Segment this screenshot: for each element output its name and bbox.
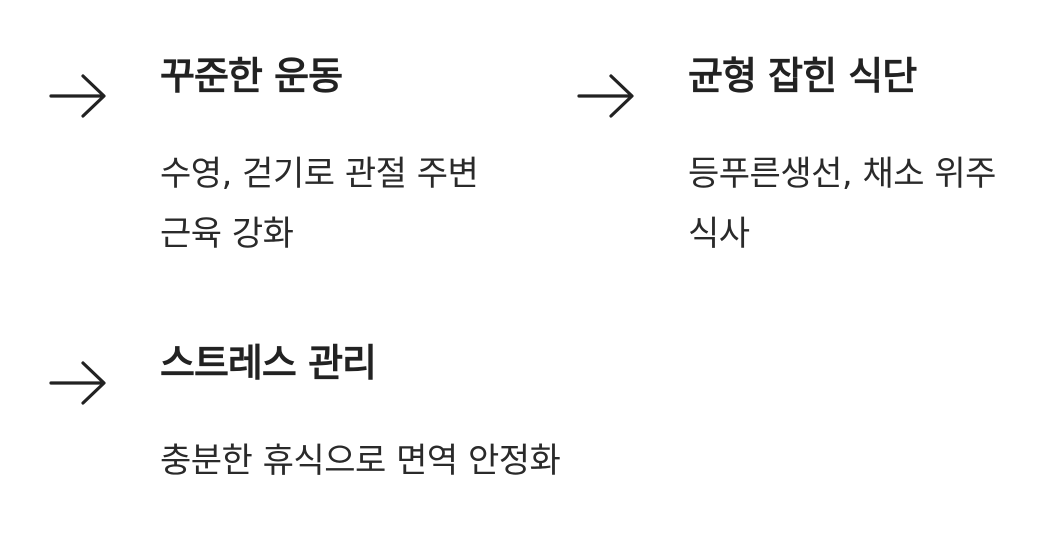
item-description-line: 등푸른생선, 채소 위주	[688, 154, 996, 194]
item-description-line: 수영, 걷기로 관절 주변	[160, 154, 479, 194]
item-title: 스트레스 관리	[160, 341, 377, 385]
item-title: 꾸준한 운동	[160, 54, 343, 98]
item-title: 균형 잡힌 식단	[688, 54, 917, 98]
item-description-line: 식사	[688, 214, 750, 254]
item-description-line: 근육 강화	[160, 214, 294, 254]
item-description: 수영, 걷기로 관절 주변 근육 강화	[160, 144, 520, 264]
arrow-right-icon	[48, 58, 108, 118]
item-description: 등푸른생선, 채소 위주 식사	[688, 144, 1048, 264]
item-description-line: 충분한 휴식으로 면역 안정화	[160, 441, 561, 481]
item-description: 충분한 휴식으로 면역 안정화	[160, 431, 561, 491]
arrow-right-icon	[48, 345, 108, 405]
arrow-right-icon	[576, 58, 636, 118]
